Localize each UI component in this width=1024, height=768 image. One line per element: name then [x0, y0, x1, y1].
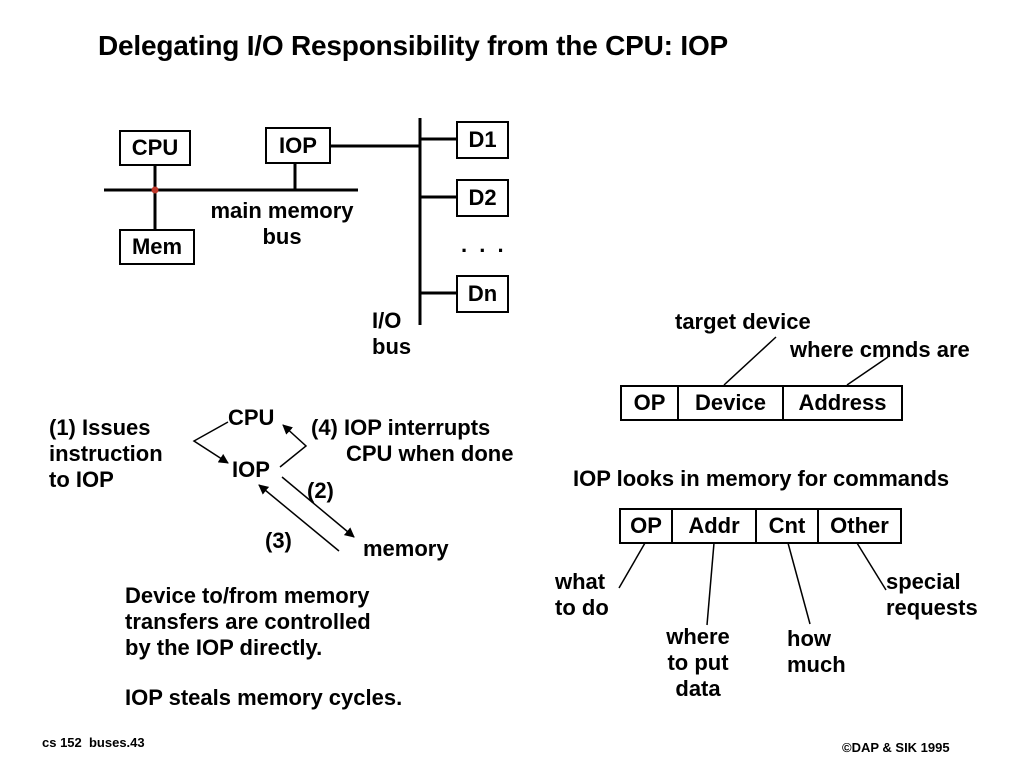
instruction-format-box: OP Device Address: [620, 385, 903, 421]
page-title: Delegating I/O Responsibility from the C…: [98, 30, 729, 61]
special-label: special requests: [886, 569, 978, 621]
what-line2: to do: [555, 595, 609, 620]
leader-what: [618, 542, 646, 589]
where-cmnds-label: where cmnds are: [790, 337, 970, 362]
flow-memory-label: memory: [363, 536, 449, 561]
device-ellipsis: . . .: [461, 232, 507, 257]
iop-box: IOP: [265, 127, 331, 164]
footer-left: cs 152 buses.43: [42, 735, 145, 750]
cmd-field-op: OP: [621, 510, 673, 542]
where-line2: to put: [667, 650, 729, 675]
main-bus-label-line1: main memory: [210, 198, 354, 223]
where-label: where to put data: [652, 624, 744, 702]
leader-where-cmnds: [846, 356, 889, 386]
device-d2-box: D2: [456, 179, 509, 217]
step1-line3: to IOP: [49, 467, 114, 492]
field-op: OP: [622, 387, 679, 419]
leader-target-device: [723, 336, 777, 386]
step4-label: (4) IOP interrupts CPU when done: [311, 415, 513, 467]
notes-block: Device to/from memory transfers are cont…: [125, 583, 402, 711]
special-line1: special: [886, 569, 961, 594]
how-line1: how: [787, 626, 831, 651]
special-line2: requests: [886, 595, 978, 620]
command-caption: IOP looks in memory for commands: [573, 466, 950, 491]
arrow-step3: [258, 484, 340, 552]
cpu-box: CPU: [119, 130, 191, 166]
step4-line1: (4) IOP interrupts: [311, 415, 491, 440]
cmd-field-cnt: Cnt: [757, 510, 819, 542]
leader-where: [706, 542, 715, 626]
leader-how: [787, 542, 811, 625]
command-format-box: OP Addr Cnt Other: [619, 508, 902, 544]
io-bus-label-line1: I/O: [372, 308, 402, 333]
step1-line2: instruction: [49, 441, 163, 466]
target-device-label: target device: [675, 309, 811, 334]
device-dn-box: Dn: [456, 275, 509, 313]
leader-special: [856, 542, 887, 591]
note-line4: IOP steals memory cycles.: [125, 685, 403, 710]
main-memory-bus-label: main memory bus: [192, 198, 372, 250]
step2-label: (2): [307, 478, 334, 503]
where-line3: data: [675, 676, 721, 701]
step4-line2: CPU when done: [346, 441, 514, 466]
io-bus-label-line2: bus: [372, 334, 412, 359]
mem-box: Mem: [119, 229, 195, 265]
where-line1: where: [666, 624, 730, 649]
cmd-field-other: Other: [830, 513, 889, 538]
footer-right: ©DAP & SIK 1995: [842, 740, 950, 755]
flow-cpu-label: CPU: [228, 405, 275, 430]
step3-label: (3): [265, 528, 292, 553]
field-device: Device: [679, 387, 784, 419]
io-bus-label: I/O bus: [372, 308, 411, 360]
arrow-step4: [279, 424, 308, 468]
what-label: what to do: [555, 569, 609, 621]
cmd-field-addr: Addr: [673, 510, 757, 542]
note-line2: transfers are controlled: [125, 609, 371, 634]
arrow-step2: [281, 476, 355, 538]
field-address: Address: [798, 390, 887, 415]
flow-iop-label: IOP: [232, 457, 270, 482]
note-line1: Device to/from memory: [125, 583, 370, 608]
device-d1-box: D1: [456, 121, 509, 159]
arrow-step1: [192, 421, 229, 464]
what-line1: what: [555, 569, 606, 594]
how-line2: much: [787, 652, 846, 677]
step1-label: (1) Issues instruction to IOP: [49, 415, 163, 493]
note-line3: by the IOP directly.: [125, 635, 323, 660]
main-bus-label-line2: bus: [262, 224, 302, 249]
how-label: how much: [787, 626, 846, 678]
step1-line1: (1) Issues: [49, 415, 151, 440]
bus-junction-dot: [151, 186, 159, 194]
